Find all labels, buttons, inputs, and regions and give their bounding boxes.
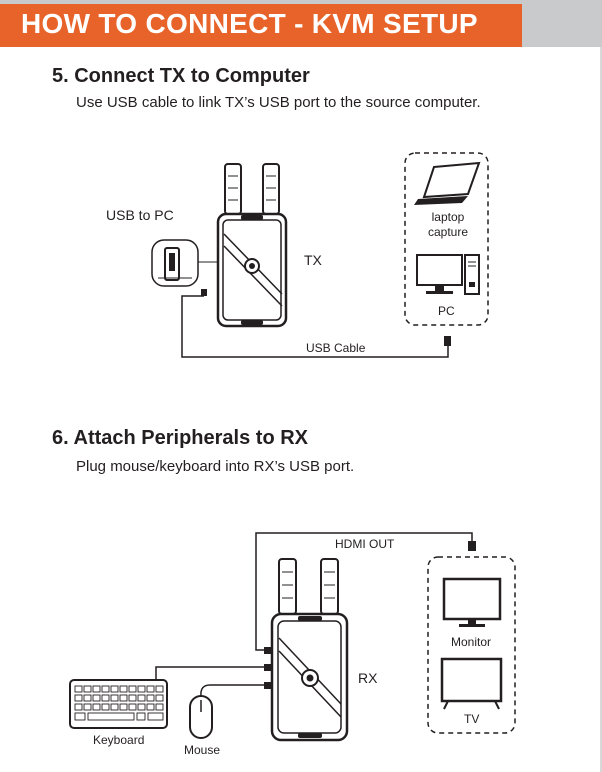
tx-device-icon bbox=[216, 163, 288, 328]
step5-heading: 5. Connect TX to Computer bbox=[52, 65, 310, 87]
pc-monitor-icon bbox=[416, 254, 463, 294]
rx-device-icon bbox=[264, 558, 349, 742]
usb-cable-line bbox=[181, 289, 451, 358]
usb-port-zoom-icon bbox=[151, 239, 218, 287]
laptop-icon bbox=[414, 161, 481, 205]
keyboard-label: Keyboard bbox=[93, 733, 145, 747]
mouse-cable-line bbox=[200, 684, 264, 697]
display-device-group bbox=[427, 556, 516, 734]
tv-label: TV bbox=[464, 712, 480, 726]
monitor-icon bbox=[442, 577, 502, 627]
source-device-group bbox=[404, 152, 489, 326]
step6-description: Plug mouse/keyboard into RX’s USB port. bbox=[76, 458, 355, 475]
mouse-label: Mouse bbox=[184, 743, 221, 757]
page-edge-divider bbox=[600, 47, 602, 772]
hdmi-out-label: HDMI OUT bbox=[335, 537, 395, 551]
keyboard-icon bbox=[69, 679, 168, 729]
pc-label: PC bbox=[438, 304, 455, 318]
mouse-icon bbox=[189, 695, 213, 739]
rx-label: RX bbox=[358, 670, 378, 686]
monitor-label: Monitor bbox=[451, 635, 492, 649]
step5-description: Use USB cable to link TX’s USB port to t… bbox=[76, 94, 481, 111]
tv-icon bbox=[440, 657, 503, 710]
pc-tower-icon bbox=[464, 254, 480, 295]
hdmi-cable-line bbox=[255, 532, 476, 651]
page-title: HOW TO CONNECT - KVM SETUP bbox=[21, 8, 478, 39]
header-title-bar bbox=[0, 4, 522, 47]
laptop-capture-label: laptop capture bbox=[427, 210, 469, 239]
usb-cable-label: USB Cable bbox=[306, 341, 366, 355]
keyboard-cable-line bbox=[155, 666, 264, 680]
step6-heading: 6. Attach Peripherals to RX bbox=[52, 427, 308, 449]
tx-label: TX bbox=[304, 252, 322, 268]
usb-to-pc-label: USB to PC bbox=[106, 207, 174, 223]
